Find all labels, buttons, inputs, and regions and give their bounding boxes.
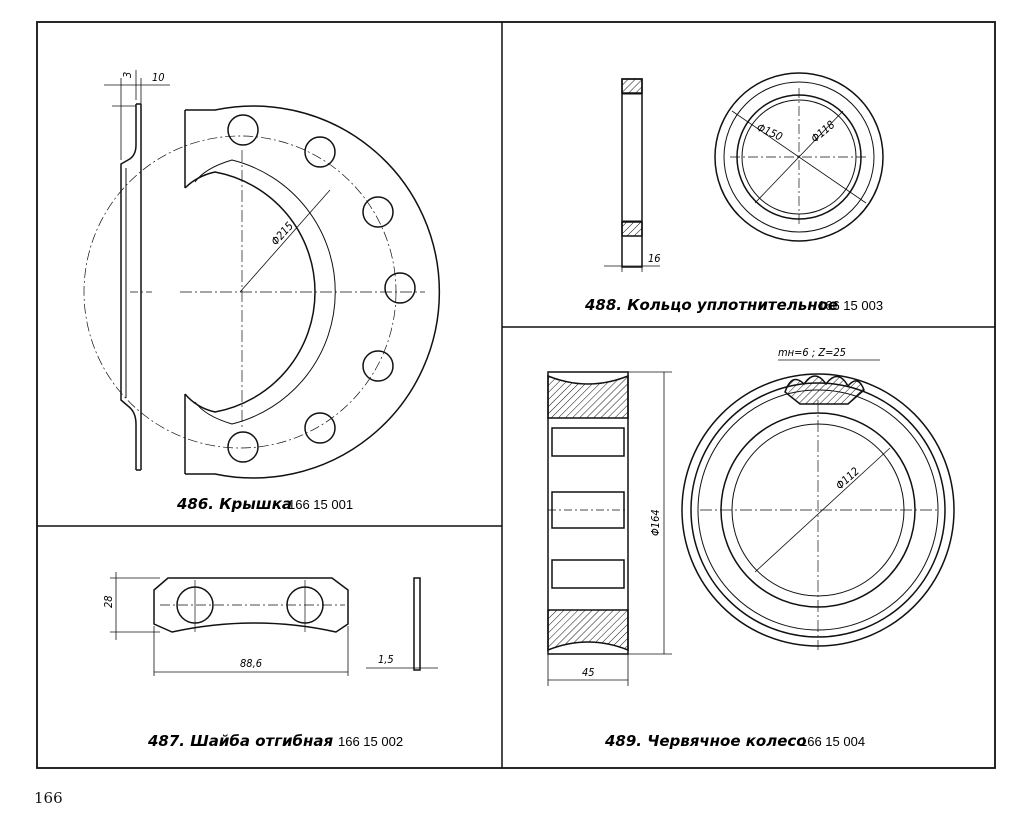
part-486-title: 486. Крышка: [176, 495, 292, 513]
part-489-front-view: [681, 359, 955, 650]
part-488-front-view: [714, 72, 884, 242]
part-488-drawing: [604, 72, 884, 272]
part-489-drawing: [547, 359, 955, 686]
part-489-inner-diameter-label: Φ112: [833, 465, 862, 493]
part-488-outer-diameter-label: Φ150: [755, 121, 785, 144]
part-487-front-view: [110, 572, 349, 676]
part-487-drawing: [110, 572, 438, 676]
part-487-height-label: 28: [102, 595, 115, 608]
part-489-params-label: mн=6 ; Z=25: [778, 346, 846, 359]
part-486-side-view: [104, 70, 170, 471]
part-487-thickness-label: 1,5: [378, 653, 394, 666]
part-489-title: 489. Червячное колесо: [604, 732, 807, 750]
part-486-drawing: [83, 70, 441, 479]
page-number: 166: [34, 789, 63, 807]
sheet-frame: [36, 21, 996, 769]
part-487-code: 166 15 002: [338, 734, 403, 749]
part-488-code: 166 15 003: [818, 298, 883, 313]
part-488-title: 488. Кольцо уплотнительное: [584, 296, 838, 314]
part-486-thickness-label: 3: [121, 72, 134, 78]
part-486-width-label: 10: [152, 71, 165, 84]
part-489-outer-diameter-label: Φ164: [649, 509, 662, 536]
part-486-front-view: [83, 105, 441, 479]
part-487-length-label: 88,6: [240, 657, 262, 670]
part-489-side-view: [547, 371, 672, 686]
part-488-inner-diameter-label: Φ118: [809, 118, 838, 145]
part-487-title: 487. Шайба отгибная: [147, 732, 334, 750]
part-486-code: 166 15 001: [288, 497, 353, 512]
part-489-width-label: 45: [582, 666, 595, 679]
part-488-section-view: [604, 78, 660, 272]
part-489-code: 166 15 004: [800, 734, 865, 749]
part-487-side-view: [366, 577, 438, 671]
part-488-width-label: 16: [648, 252, 661, 265]
